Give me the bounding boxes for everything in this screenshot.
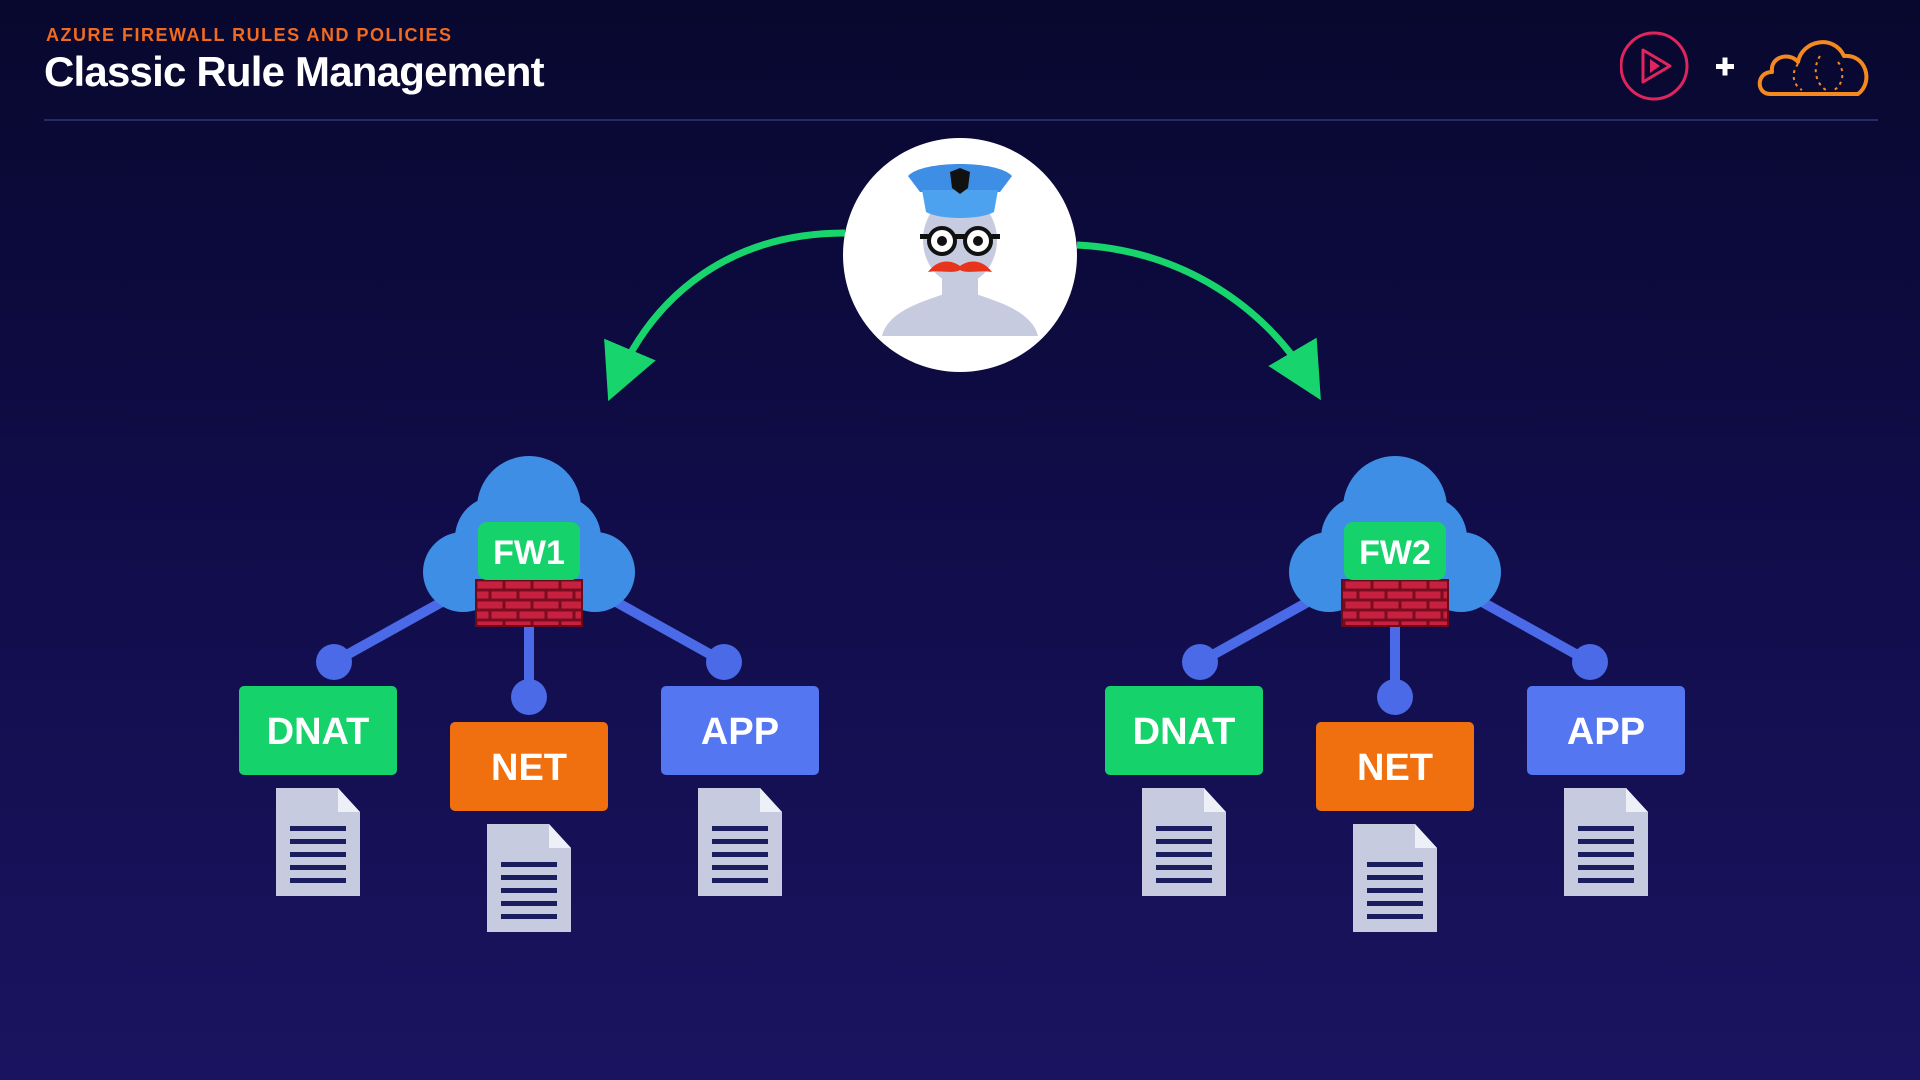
dnat-box bbox=[1105, 686, 1263, 775]
connector-fw1-app bbox=[597, 588, 727, 667]
cloud-logo-icon bbox=[1757, 40, 1869, 96]
node-fw1-app bbox=[706, 644, 742, 680]
firewall-2: FW2 DNAT NET APP bbox=[1105, 456, 1685, 932]
node-fw2-app bbox=[1572, 644, 1608, 680]
connector-fw2-dnat bbox=[1197, 588, 1327, 667]
connector-fw1-dnat bbox=[331, 588, 461, 667]
brand-logos bbox=[1620, 31, 1869, 101]
document-icon bbox=[276, 788, 360, 896]
net-box bbox=[450, 722, 608, 811]
net-label: NET bbox=[491, 747, 567, 789]
net-box bbox=[1316, 722, 1474, 811]
page-title: Classic Rule Management bbox=[44, 48, 545, 95]
play-logo-icon bbox=[1620, 31, 1689, 101]
fw1-label: FW1 bbox=[493, 534, 565, 572]
arrow-to-fw1 bbox=[604, 229, 846, 402]
document-icon bbox=[1142, 788, 1226, 896]
plus-icon bbox=[1716, 57, 1734, 76]
document-icon bbox=[487, 824, 571, 932]
node-fw2-net bbox=[1377, 679, 1413, 715]
app-box bbox=[1527, 686, 1685, 775]
brick-wall-icon bbox=[475, 579, 583, 627]
app-label: APP bbox=[1567, 711, 1645, 753]
police-officer-avatar-icon bbox=[843, 138, 1077, 372]
header-divider bbox=[44, 119, 1878, 121]
fw2-label: FW2 bbox=[1359, 534, 1431, 572]
arrow-to-fw2 bbox=[1076, 241, 1321, 401]
app-label: APP bbox=[701, 711, 779, 753]
document-icon bbox=[698, 788, 782, 896]
firewall-1: FW1 DNAT NET APP bbox=[239, 456, 819, 932]
document-icon bbox=[1564, 788, 1648, 896]
net-label: NET bbox=[1357, 747, 1433, 789]
dnat-box bbox=[239, 686, 397, 775]
fw1-badge bbox=[478, 522, 580, 580]
dnat-label: DNAT bbox=[267, 711, 370, 753]
node-fw1-dnat bbox=[316, 644, 352, 680]
document-icon bbox=[1353, 824, 1437, 932]
dnat-label: DNAT bbox=[1133, 711, 1236, 753]
app-box bbox=[661, 686, 819, 775]
connector-fw2-app bbox=[1463, 588, 1593, 667]
section-eyebrow: AZURE FIREWALL RULES AND POLICIES bbox=[46, 25, 453, 45]
brick-wall-icon bbox=[1341, 579, 1449, 627]
fw2-badge bbox=[1344, 522, 1446, 580]
node-fw2-dnat bbox=[1182, 644, 1218, 680]
node-fw1-net bbox=[511, 679, 547, 715]
